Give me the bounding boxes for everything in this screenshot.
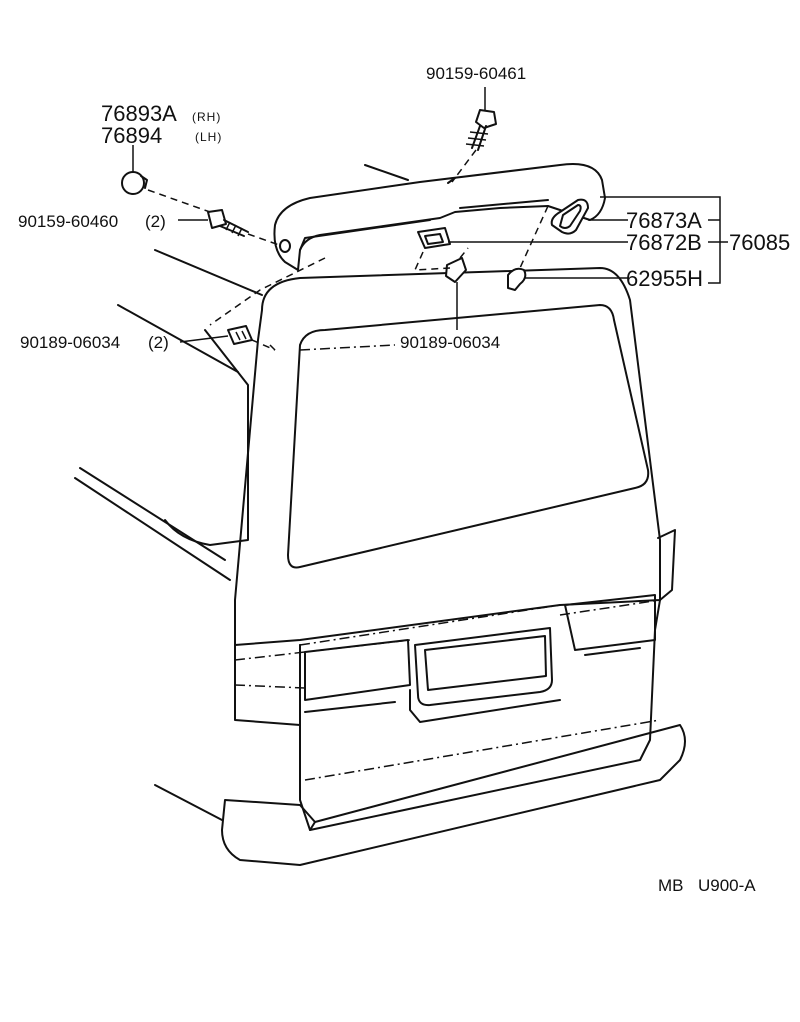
label-cap-lh-side: (LH) — [195, 130, 222, 144]
label-gasket: 76872B — [626, 230, 702, 255]
label-cap-lh: 76894 — [101, 123, 162, 148]
label-bolt-top: 90159-60461 — [426, 64, 526, 83]
gasket-part — [417, 227, 451, 249]
cap-icon — [121, 171, 148, 195]
label-cap-rh-side: (RH) — [192, 110, 221, 124]
label-clip-left: 90189-06034 — [20, 333, 120, 352]
rear-spoiler — [273, 163, 606, 291]
label-spoiler-assy: 76085 — [729, 230, 790, 255]
label-screw-left-qty: (2) — [145, 212, 166, 231]
footer-code: U900-A — [698, 876, 756, 895]
label-grommet: 62955H — [626, 266, 703, 291]
label-lens: 76873A — [626, 208, 702, 233]
van-body — [74, 164, 686, 866]
label-screw-left: 90159-60460 — [18, 212, 118, 231]
center-clip — [445, 257, 467, 283]
label-clip-center: 90189-06034 — [400, 333, 500, 352]
footer-code-prefix: MB — [658, 876, 684, 895]
part-number-labels: 90159-60461 76893A (RH) 76894 (LH) 90159… — [18, 64, 790, 895]
label-clip-left-qty: (2) — [148, 333, 169, 352]
screw-left-icon — [207, 209, 249, 237]
label-cap-rh: 76893A — [101, 101, 177, 126]
stop-lamp-lens — [550, 198, 589, 235]
leader-lines — [132, 87, 728, 351]
bolt-top-icon — [465, 109, 497, 151]
clip-left-icon — [227, 325, 253, 345]
grommet-part — [507, 267, 527, 291]
